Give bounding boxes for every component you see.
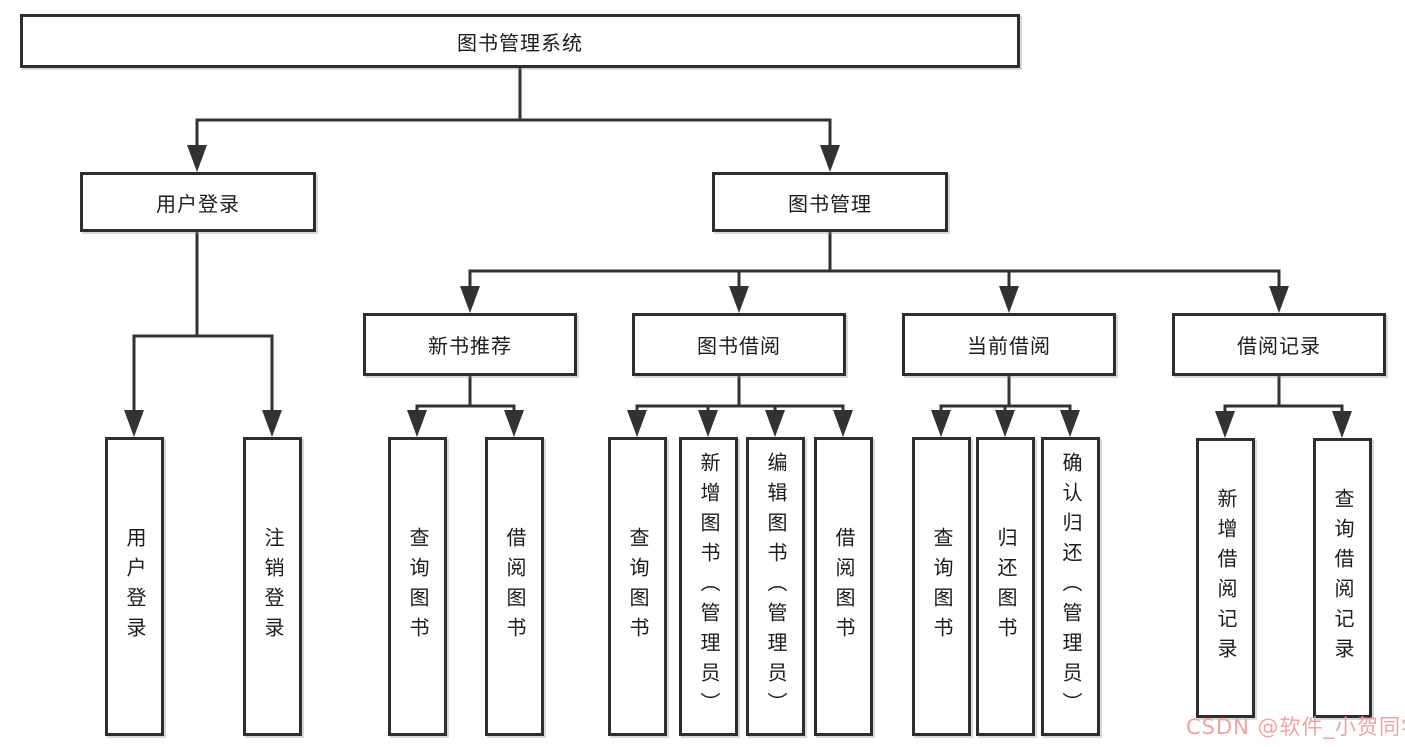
arrowheads-root-to-branches xyxy=(187,145,840,172)
leaf-borrow-books-recommend: 借阅图书 xyxy=(485,437,544,736)
arrowheads-current-borrow-to-leaves xyxy=(931,410,1080,437)
leaf-query-books-current: 查询图书 xyxy=(912,437,971,736)
node-book-borrow: 图书借阅 xyxy=(632,313,846,376)
connector-new-book-to-leaves xyxy=(415,374,516,414)
node-new-book-recommend: 新书推荐 xyxy=(363,313,577,376)
connector-user-login-to-leaves xyxy=(132,230,274,414)
connector-root-to-branches xyxy=(195,66,832,150)
leaf-user-login: 用户登录 xyxy=(105,437,164,736)
leaf-query-books-recommend: 查询图书 xyxy=(388,437,447,736)
arrowheads-book-mgmt-to-modules xyxy=(460,286,1289,313)
leaf-query-borrow-record: 查询借阅记录 xyxy=(1313,438,1372,718)
csdn-watermark: CSDN @软件_小贺同学 xyxy=(1186,715,1405,739)
leaf-add-borrow-record: 新增借阅记录 xyxy=(1196,438,1255,718)
arrowheads-user-login-to-leaves xyxy=(124,410,282,437)
leaf-return-books: 归还图书 xyxy=(976,437,1035,736)
connector-book-mgmt-to-modules xyxy=(468,230,1281,290)
leaf-borrow-books: 借阅图书 xyxy=(814,437,873,736)
leaf-confirm-return-admin: 确认归还（管理员） xyxy=(1041,437,1100,736)
node-root-library-system: 图书管理系统 xyxy=(20,14,1020,68)
leaf-logout: 注销登录 xyxy=(243,437,302,736)
node-user-login: 用户登录 xyxy=(80,172,316,232)
node-book-management: 图书管理 xyxy=(712,172,948,232)
arrowheads-book-borrow-to-leaves xyxy=(627,410,853,437)
node-current-borrow: 当前借阅 xyxy=(902,313,1116,376)
leaf-edit-books-admin: 编辑图书（管理员） xyxy=(746,437,805,736)
arrowheads-borrow-record-to-leaves xyxy=(1215,411,1352,438)
leaf-query-books-borrow: 查询图书 xyxy=(608,437,667,736)
connector-book-borrow-to-leaves xyxy=(635,374,845,414)
connector-current-borrow-to-leaves xyxy=(939,374,1072,414)
leaf-add-books-admin: 新增图书（管理员） xyxy=(679,437,738,736)
connector-borrow-record-to-leaves xyxy=(1223,374,1344,415)
arrowheads-new-book-to-leaves xyxy=(407,410,524,437)
node-borrow-records: 借阅记录 xyxy=(1172,313,1386,376)
